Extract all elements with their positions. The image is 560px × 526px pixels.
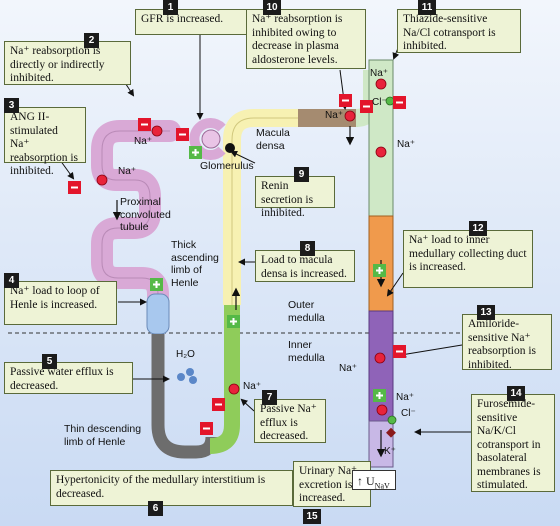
u-subscript: NaV bbox=[374, 481, 390, 491]
na-label-furosemide: Na⁺ bbox=[396, 392, 415, 403]
callout-11: Thiazide-sensitive Na/Cl cotransport is … bbox=[397, 9, 521, 53]
water-drops bbox=[177, 368, 197, 384]
callout-9-text: Renin secretion is inhibited. bbox=[261, 180, 314, 219]
callout-6-text: Hypertonicity of the medullary interstit… bbox=[56, 474, 266, 500]
na-label-proximal-2: Na⁺ bbox=[118, 166, 137, 177]
callout-14: Furosemide-sensitive Na/K/Cl cotransport… bbox=[471, 394, 555, 492]
callout-2-number: 2 bbox=[84, 33, 99, 48]
inhibition-markers bbox=[68, 94, 406, 435]
callout-13-number: 13 bbox=[477, 305, 495, 320]
callout-14-text: Furosemide-sensitive Na/K/Cl cotransport… bbox=[477, 398, 541, 491]
callout-7-text: Passive Na⁺ efflux is decreased. bbox=[260, 403, 317, 442]
stimulation-markers bbox=[150, 146, 386, 402]
callout-12-text: Na⁺ load to inner medullary collecting d… bbox=[409, 234, 527, 273]
callout-2-text: Na⁺ reabsorption is directly or indirect… bbox=[10, 45, 105, 84]
callout-12: Na⁺ load to inner medullary collecting d… bbox=[403, 230, 533, 288]
callout-1-number: 1 bbox=[163, 0, 178, 15]
callout-8: Load to macula densa is increased. bbox=[255, 250, 355, 282]
distal-tubule bbox=[298, 109, 358, 127]
inner-medullary-collecting-duct bbox=[368, 310, 394, 422]
na-ion-markers bbox=[96, 78, 388, 416]
callout-9-number: 9 bbox=[294, 167, 309, 182]
callout-5-text: Passive water efflux is decreased. bbox=[10, 366, 114, 392]
proximal-tubule-label: Proximal convoluted tubule bbox=[120, 196, 171, 233]
callout-13-text: Amiloride-sensitive Na⁺ reabsorption is … bbox=[468, 318, 537, 371]
callout-11-text: Thiazide-sensitive Na/Cl cotransport is … bbox=[403, 13, 496, 52]
callout-2: Na⁺ reabsorption is directly or indirect… bbox=[4, 41, 131, 85]
u-label: U bbox=[366, 474, 375, 488]
glomerulus bbox=[201, 129, 221, 149]
callout-3-number: 3 bbox=[4, 98, 19, 113]
callout-5-number: 5 bbox=[42, 354, 57, 369]
macula-densa-label: Macula densa bbox=[256, 127, 290, 152]
callout-1-text: GFR is increased. bbox=[141, 13, 224, 25]
callout-6: Hypertonicity of the medullary interstit… bbox=[50, 470, 293, 506]
callout-6-number: 6 bbox=[148, 501, 163, 516]
callout-3: ANG II-stimulated Na⁺ reabsorption is in… bbox=[4, 107, 86, 177]
callout-8-text: Load to macula densa is increased. bbox=[261, 254, 347, 280]
ascending-limb-medullary bbox=[209, 300, 240, 454]
outer-medulla-label: Outer medulla bbox=[288, 299, 325, 324]
callout-10: Na⁺ reabsorption is inhibited owing to d… bbox=[246, 9, 366, 69]
cl-label-thiazide: Cl⁻ bbox=[372, 97, 387, 108]
callout-4-number: 4 bbox=[4, 273, 19, 288]
na-label-proximal-1: Na⁺ bbox=[134, 136, 153, 147]
inner-medulla-label: Inner medulla bbox=[288, 339, 325, 364]
pars-recta bbox=[146, 293, 170, 335]
callout-15-number: 15 bbox=[303, 509, 321, 524]
callout-12-number: 12 bbox=[469, 221, 487, 236]
callout-7: Passive Na⁺ efflux is decreased. bbox=[254, 399, 326, 443]
callout-15-text: Urinary Na⁺ excretion is increased. bbox=[299, 465, 358, 504]
macula-densa-cells bbox=[225, 143, 235, 153]
na-label-thiazide: Na⁺ bbox=[370, 68, 389, 79]
callout-10-number: 10 bbox=[263, 0, 281, 15]
na-label-ascending: Na⁺ bbox=[243, 381, 262, 392]
na-label-inner-medulla: Na⁺ bbox=[339, 363, 358, 374]
callout-3-text: ANG II-stimulated Na⁺ reabsorption is in… bbox=[10, 111, 79, 177]
glomerulus-label: Glomerulus bbox=[200, 160, 254, 172]
callout-11-number: 11 bbox=[418, 0, 436, 15]
callout-7-number: 7 bbox=[262, 390, 277, 405]
callout-4: Na⁺ load to loop of Henle is increased. bbox=[4, 281, 117, 325]
callout-5: Passive water efflux is decreased. bbox=[4, 362, 133, 394]
callout-10-text: Na⁺ reabsorption is inhibited owing to d… bbox=[252, 13, 343, 66]
thin-limb-label: Thin descending limb of Henle bbox=[64, 423, 142, 448]
callout-4-text: Na⁺ load to loop of Henle is increased. bbox=[10, 285, 100, 311]
cl-label-furosemide: Cl⁻ bbox=[401, 408, 416, 419]
callout-8-number: 8 bbox=[300, 241, 315, 256]
bowman-capsule bbox=[189, 118, 226, 160]
callout-13: Amiloride-sensitive Na⁺ reabsorption is … bbox=[462, 314, 552, 371]
thick-limb-label: Thick ascending limb of Henle bbox=[171, 239, 219, 289]
callout-14-number: 14 bbox=[507, 386, 525, 401]
water-label: H₂O bbox=[176, 349, 195, 360]
urinary-sodium-excretion-symbol: ↑ UNaV bbox=[352, 470, 396, 490]
na-label-distal: Na⁺ bbox=[325, 110, 344, 121]
na-label-collecting-cortex: Na⁺ bbox=[397, 139, 416, 150]
k-label-furosemide: K⁺ bbox=[384, 446, 396, 457]
